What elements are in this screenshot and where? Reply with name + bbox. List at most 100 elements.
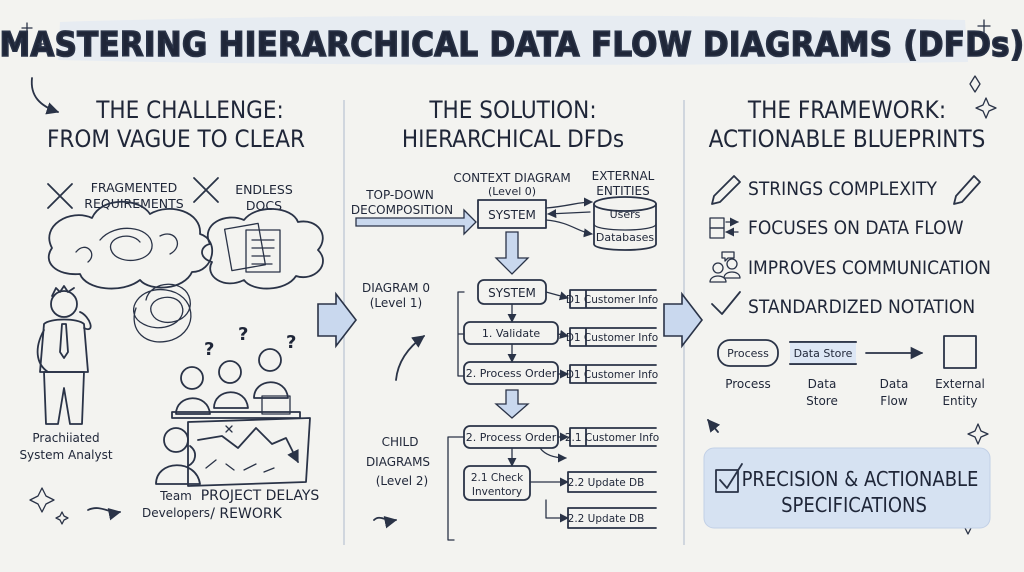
delays-label: / REWORK bbox=[210, 506, 282, 522]
validate-process-label: 1. Validate bbox=[482, 327, 541, 340]
legend-label: Data bbox=[880, 377, 909, 391]
framework-heading: ACTIONABLE BLUEPRINTS bbox=[709, 125, 986, 153]
check-inventory-box bbox=[463, 465, 531, 501]
process-order-label: 2. Process Order bbox=[466, 367, 557, 380]
analyst-label: Prachiiated bbox=[32, 431, 99, 445]
page-title: MASTERING HIERARCHICAL DATA FLOW DIAGRAM… bbox=[0, 25, 1024, 65]
analyst-label: System Analyst bbox=[19, 448, 112, 462]
decomposition-arrow-icon bbox=[355, 208, 477, 236]
callout-text: PRECISION & ACTIONABLE bbox=[742, 467, 979, 491]
notation-legend: Process Data Store Process Data Store Da… bbox=[717, 335, 985, 408]
framework-heading: THE FRAMEWORK: bbox=[747, 96, 946, 124]
context-diagram-label: CONTEXT DIAGRAM bbox=[453, 171, 570, 185]
sparkle-icon bbox=[975, 97, 997, 119]
challenge-heading: FROM VAGUE TO CLEAR bbox=[47, 125, 305, 153]
svg-text:2.2 Update DB: 2.2 Update DB bbox=[568, 477, 645, 489]
confusion-cloud-icon bbox=[47, 200, 214, 290]
flow-arrow bbox=[547, 209, 591, 219]
legend-label: Store bbox=[806, 394, 838, 408]
legend-process-shape bbox=[717, 339, 779, 367]
delay-chart-icon bbox=[187, 417, 311, 487]
legend-label: Entity bbox=[942, 394, 977, 408]
legend-label: External bbox=[935, 377, 985, 391]
benefit-item: STANDARDIZED NOTATION bbox=[748, 296, 975, 318]
data-store-d1: D1 Customer Info bbox=[566, 364, 658, 384]
flow-arrow bbox=[545, 291, 569, 301]
svg-text:D1 Customer Info: D1 Customer Info bbox=[566, 369, 658, 381]
data-store-2-2: 2.2 Update DB bbox=[567, 507, 657, 529]
svg-text:Process: Process bbox=[727, 347, 769, 360]
context-system-label: SYSTEM bbox=[488, 208, 536, 222]
context-diagram-label: (Level 0) bbox=[488, 185, 536, 198]
question-mark-icon: ? ? ? bbox=[204, 324, 296, 360]
flow-arrow bbox=[545, 219, 593, 238]
framework-section: THE FRAMEWORK: ACTIONABLE BLUEPRINTS STR… bbox=[703, 96, 997, 535]
data-store-d1: D1 Customer Info bbox=[566, 289, 658, 309]
users-label: Users bbox=[610, 208, 641, 221]
benefit-item: IMPROVES COMMUNICATION bbox=[748, 257, 991, 279]
down-arrow-icon bbox=[494, 231, 530, 275]
solution-section: THE SOLUTION: HIERARCHICAL DFDs CONTEXT … bbox=[351, 96, 659, 541]
benefit-item: FOCUSES ON DATA FLOW bbox=[748, 217, 964, 239]
people-chat-icon bbox=[709, 251, 741, 283]
context-system-box bbox=[477, 199, 547, 229]
check-inventory-label: Inventory bbox=[472, 486, 522, 498]
legend-entity-shape bbox=[943, 335, 977, 369]
pen-icon bbox=[711, 175, 741, 205]
external-entities-label: ENTITIES bbox=[596, 184, 650, 198]
flow-arrow bbox=[539, 447, 567, 463]
checkmark-icon bbox=[711, 291, 741, 315]
sparkle-icon bbox=[21, 19, 991, 93]
curved-arrow-icon bbox=[395, 335, 426, 381]
data-flow-icon bbox=[709, 217, 739, 239]
endless-docs-label: DOCS bbox=[246, 198, 282, 213]
developer-figure-icon bbox=[155, 427, 201, 485]
legend-label: Data bbox=[808, 377, 837, 391]
diagram0-label: (Level 1) bbox=[370, 296, 423, 310]
solution-heading: HIERARCHICAL DFDs bbox=[402, 125, 624, 153]
svg-text:?: ? bbox=[204, 339, 214, 360]
level1-system-label: SYSTEM bbox=[488, 286, 536, 300]
child-diagrams-label: CHILD bbox=[382, 435, 419, 449]
callout-text: SPECIFICATIONS bbox=[781, 493, 927, 517]
fragmented-label: FRAGMENTED bbox=[91, 180, 178, 195]
check-inventory-label: 2.1 Check bbox=[471, 472, 524, 484]
svg-text:Data Store: Data Store bbox=[794, 347, 853, 360]
flow-arrow bbox=[545, 499, 569, 523]
team-label: Team bbox=[159, 489, 192, 503]
sparkle-icon bbox=[29, 487, 69, 525]
arrow-icon bbox=[707, 419, 721, 433]
close-icon bbox=[47, 183, 73, 209]
bracket-line bbox=[457, 291, 465, 377]
databases-label: Databases bbox=[596, 231, 654, 244]
legend-label: Flow bbox=[880, 394, 908, 408]
delays-label: PROJECT DELAYS bbox=[201, 488, 320, 504]
down-arrow-icon bbox=[494, 389, 530, 419]
database-cylinder-icon bbox=[593, 196, 657, 251]
data-store-2-1: 2.1 Customer Info bbox=[565, 427, 659, 447]
challenge-section: THE CHALLENGE: FROM VAGUE TO CLEAR FRAGM… bbox=[19, 96, 324, 525]
endless-docs-label: ENDLESS bbox=[235, 182, 293, 197]
svg-text:D1 Customer Info: D1 Customer Info bbox=[566, 294, 658, 306]
data-store-d1: D1 Customer Info bbox=[566, 327, 658, 347]
challenge-heading: THE CHALLENGE: bbox=[95, 96, 284, 124]
callout-box bbox=[703, 447, 991, 529]
solution-heading: THE SOLUTION: bbox=[428, 96, 596, 124]
curved-arrow-icon bbox=[30, 77, 60, 115]
docs-cloud-icon bbox=[201, 208, 324, 290]
svg-text:2.1 Customer Info: 2.1 Customer Info bbox=[565, 432, 659, 444]
svg-text:D1 Customer Info: D1 Customer Info bbox=[566, 332, 658, 344]
diagram0-label: DIAGRAM 0 bbox=[362, 281, 430, 295]
bracket-line bbox=[447, 436, 465, 541]
svg-text:2.2 Update DB: 2.2 Update DB bbox=[568, 513, 645, 525]
topdown-label: TOP-DOWN bbox=[365, 188, 434, 202]
flow-arrow bbox=[557, 329, 569, 339]
analyst-figure-icon bbox=[36, 285, 92, 425]
data-store-2-2: 2.2 Update DB bbox=[567, 471, 657, 493]
svg-text:?: ? bbox=[286, 332, 296, 353]
child-diagrams-label: DIAGRAMS bbox=[366, 455, 430, 469]
legend-label: Process bbox=[725, 377, 771, 391]
child-diagrams-label: (Level 2) bbox=[376, 474, 429, 488]
checkbox-icon bbox=[715, 463, 743, 493]
